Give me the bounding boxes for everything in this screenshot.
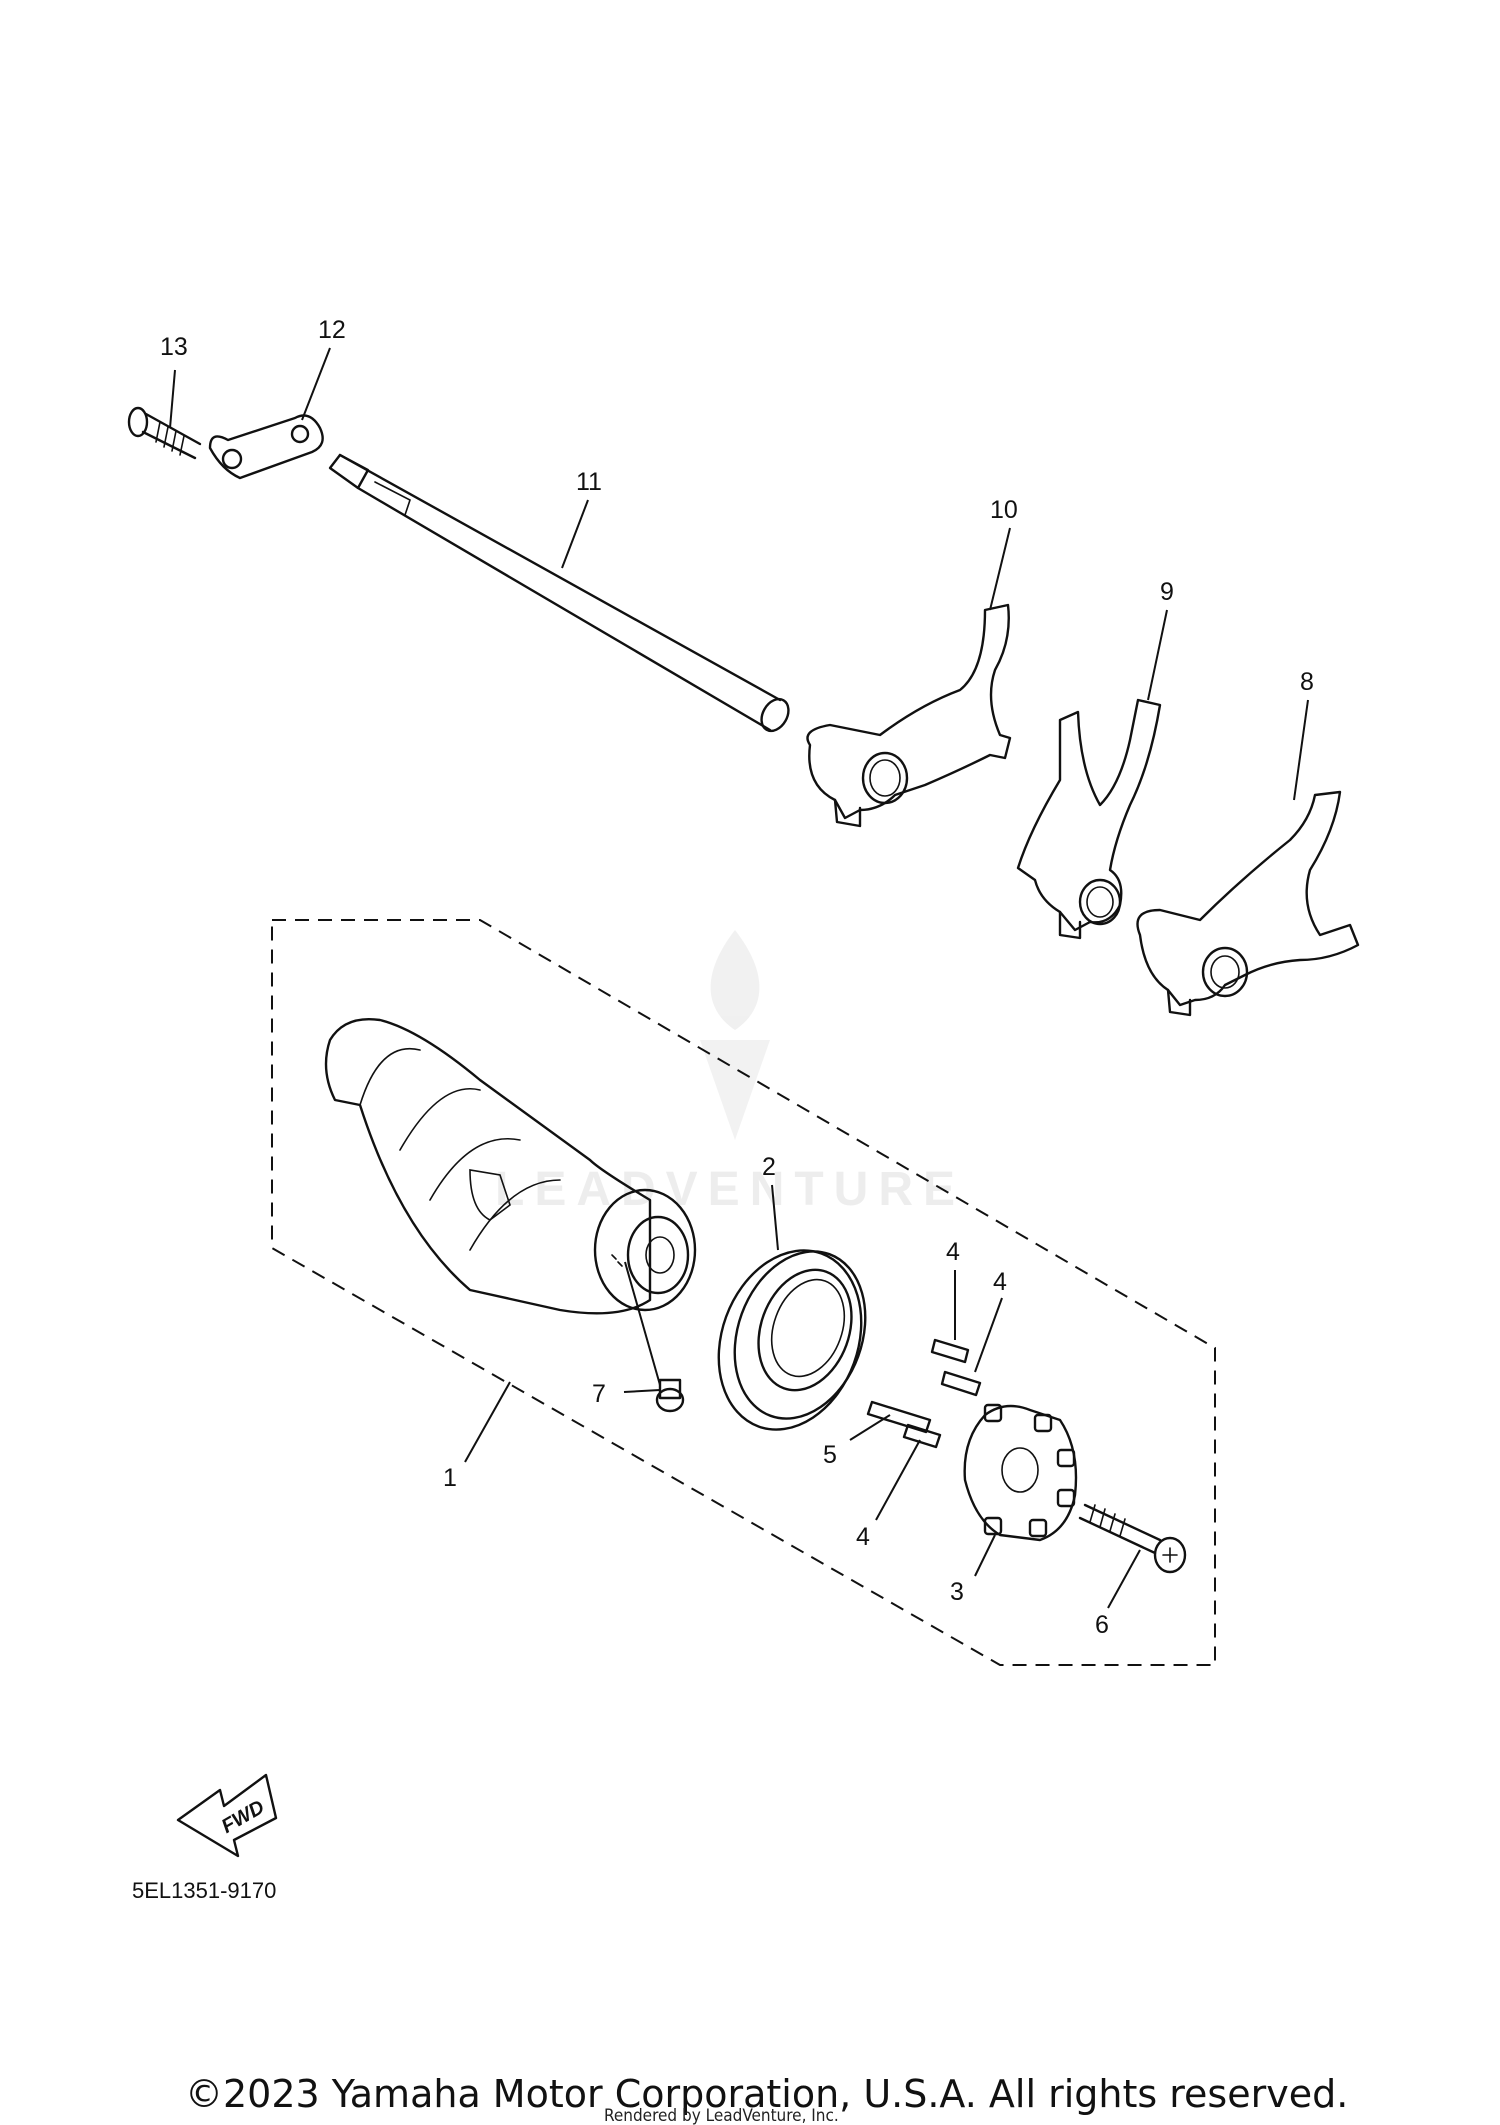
fwd-label: FWD <box>218 1796 268 1838</box>
part-6-screw <box>1078 1503 1187 1574</box>
part-13-screw <box>127 406 202 460</box>
callout-9: 9 <box>1160 578 1174 606</box>
watermark-logo: LEADVENTURE <box>495 930 965 1216</box>
part-4-pin-b <box>940 1370 982 1397</box>
part-10-shift-fork <box>806 603 1012 828</box>
callout-8: 8 <box>1300 668 1314 696</box>
rendered-by-notice: Rendered by LeadVenture, Inc. <box>604 2106 839 2125</box>
callout-4-top: 4 <box>946 1238 960 1266</box>
callout-3: 3 <box>950 1578 964 1606</box>
part-11-guide-bar <box>328 453 790 733</box>
part-1-shift-drum <box>324 1018 697 1315</box>
callout-4-bottom: 4 <box>856 1523 870 1551</box>
leader-lines <box>169 347 1309 1609</box>
part-12-lever <box>208 414 324 480</box>
callout-1: 1 <box>443 1464 457 1492</box>
callout-5: 5 <box>823 1441 837 1469</box>
part-7-screw <box>655 1378 685 1413</box>
callout-6: 6 <box>1095 1611 1109 1639</box>
callout-12: 12 <box>318 316 346 344</box>
watermark-text: LEADVENTURE <box>495 1163 965 1216</box>
callout-2: 2 <box>762 1153 776 1181</box>
drawing-code: 5EL1351-9170 <box>132 1878 276 1903</box>
part-2-bearing <box>717 1249 867 1431</box>
assembly-boundary <box>271 919 1216 1666</box>
callout-7: 7 <box>592 1380 606 1408</box>
callout-11: 11 <box>576 468 602 496</box>
part-9-shift-fork <box>1016 698 1162 940</box>
part-8-shift-fork <box>1136 790 1360 1017</box>
part-3-segment <box>963 1403 1078 1542</box>
fwd-arrow-icon: FWD <box>176 1773 278 1858</box>
copyright-notice: ©2023 Yamaha Motor Corporation, U.S.A. A… <box>185 2072 1348 2116</box>
callout-13: 13 <box>160 333 188 361</box>
callout-4-right: 4 <box>993 1268 1007 1296</box>
callout-10: 10 <box>990 496 1018 524</box>
part-4-pin-c <box>902 1423 942 1449</box>
part-4-pin-a <box>930 1338 970 1364</box>
part-5-pin <box>866 1400 932 1434</box>
